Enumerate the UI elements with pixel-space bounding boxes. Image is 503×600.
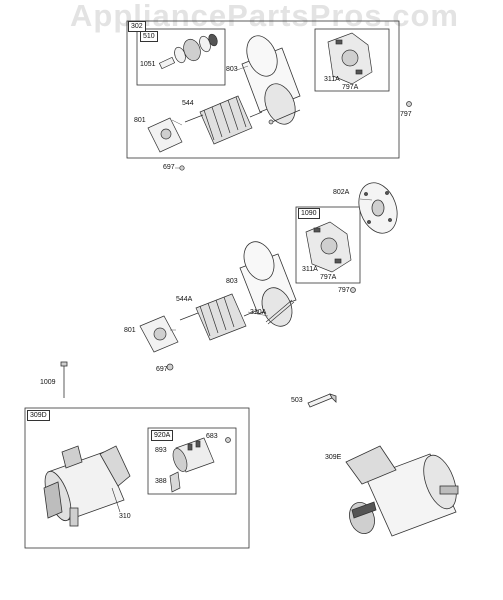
callout-309e: 309E xyxy=(325,454,342,461)
screw-697-lower xyxy=(166,363,174,371)
callout-1090: 1090 xyxy=(298,208,320,219)
callout-801-lower: 801 xyxy=(124,327,136,334)
armature-544 xyxy=(184,95,263,145)
starter-drive-510 xyxy=(158,33,218,70)
armature-544a xyxy=(179,293,259,341)
starter-motor-309d xyxy=(43,445,131,527)
callout-797-upper: 797 xyxy=(400,111,412,118)
field-frame-803-upper xyxy=(241,35,301,125)
callout-510: 510 xyxy=(140,31,158,42)
nut-797-lower xyxy=(350,287,356,293)
group-box-920a xyxy=(147,427,237,495)
field-frame-803-lower xyxy=(239,241,297,327)
callout-310a: 310A xyxy=(250,309,267,316)
bracket-503 xyxy=(307,393,337,408)
callout-803-upper: 803 xyxy=(226,66,238,73)
callout-311a-lower: 311A xyxy=(302,266,318,273)
callout-801-upper: 801 xyxy=(134,117,146,124)
group-box-309d xyxy=(24,407,250,549)
callout-797a-upper: 797A xyxy=(342,84,359,91)
callout-311a-upper: 311A xyxy=(324,76,340,83)
callout-309d: 309D xyxy=(27,410,50,421)
callout-697-lower: 697 xyxy=(156,366,168,373)
solenoid-920a xyxy=(169,437,215,493)
callout-302: 302 xyxy=(128,21,146,32)
callout-503: 503 xyxy=(291,397,303,404)
callout-920a: 920A xyxy=(151,430,174,441)
callout-310: 310 xyxy=(119,513,131,520)
group-box-kit-upper xyxy=(314,28,390,92)
callout-803-lower: 803 xyxy=(226,278,238,285)
callout-893: 893 xyxy=(155,447,167,454)
callout-388: 388 xyxy=(155,478,167,485)
end-cap-801-lower xyxy=(139,315,179,353)
bolt-1009 xyxy=(60,361,68,398)
group-box-1090 xyxy=(295,206,361,284)
starter-motor-309e xyxy=(345,445,459,537)
nut-797-upper xyxy=(406,101,412,107)
callout-544: 544 xyxy=(182,100,194,107)
brush-plate-311a-upper xyxy=(327,32,373,85)
callout-797-lower: 797 xyxy=(338,287,350,294)
end-cap-801-upper xyxy=(147,117,183,153)
screw-697-upper xyxy=(179,165,185,171)
callout-544a: 544A xyxy=(176,296,193,303)
through-bolt-310a xyxy=(265,299,295,325)
callout-683: 683 xyxy=(206,433,218,440)
end-plate-802a xyxy=(358,182,398,234)
callout-797a-lower: 797A xyxy=(320,274,337,281)
brush-plate-311a-lower xyxy=(305,221,352,273)
callout-802a: 802A xyxy=(333,189,350,196)
callout-1009: 1009 xyxy=(40,379,56,386)
bolt-upper xyxy=(268,109,301,125)
callout-697-upper: 697 xyxy=(163,164,175,171)
group-box-510 xyxy=(136,28,226,86)
nut-683 xyxy=(225,437,231,443)
group-box-302 xyxy=(126,20,400,159)
callout-1051: 1051 xyxy=(140,61,156,68)
